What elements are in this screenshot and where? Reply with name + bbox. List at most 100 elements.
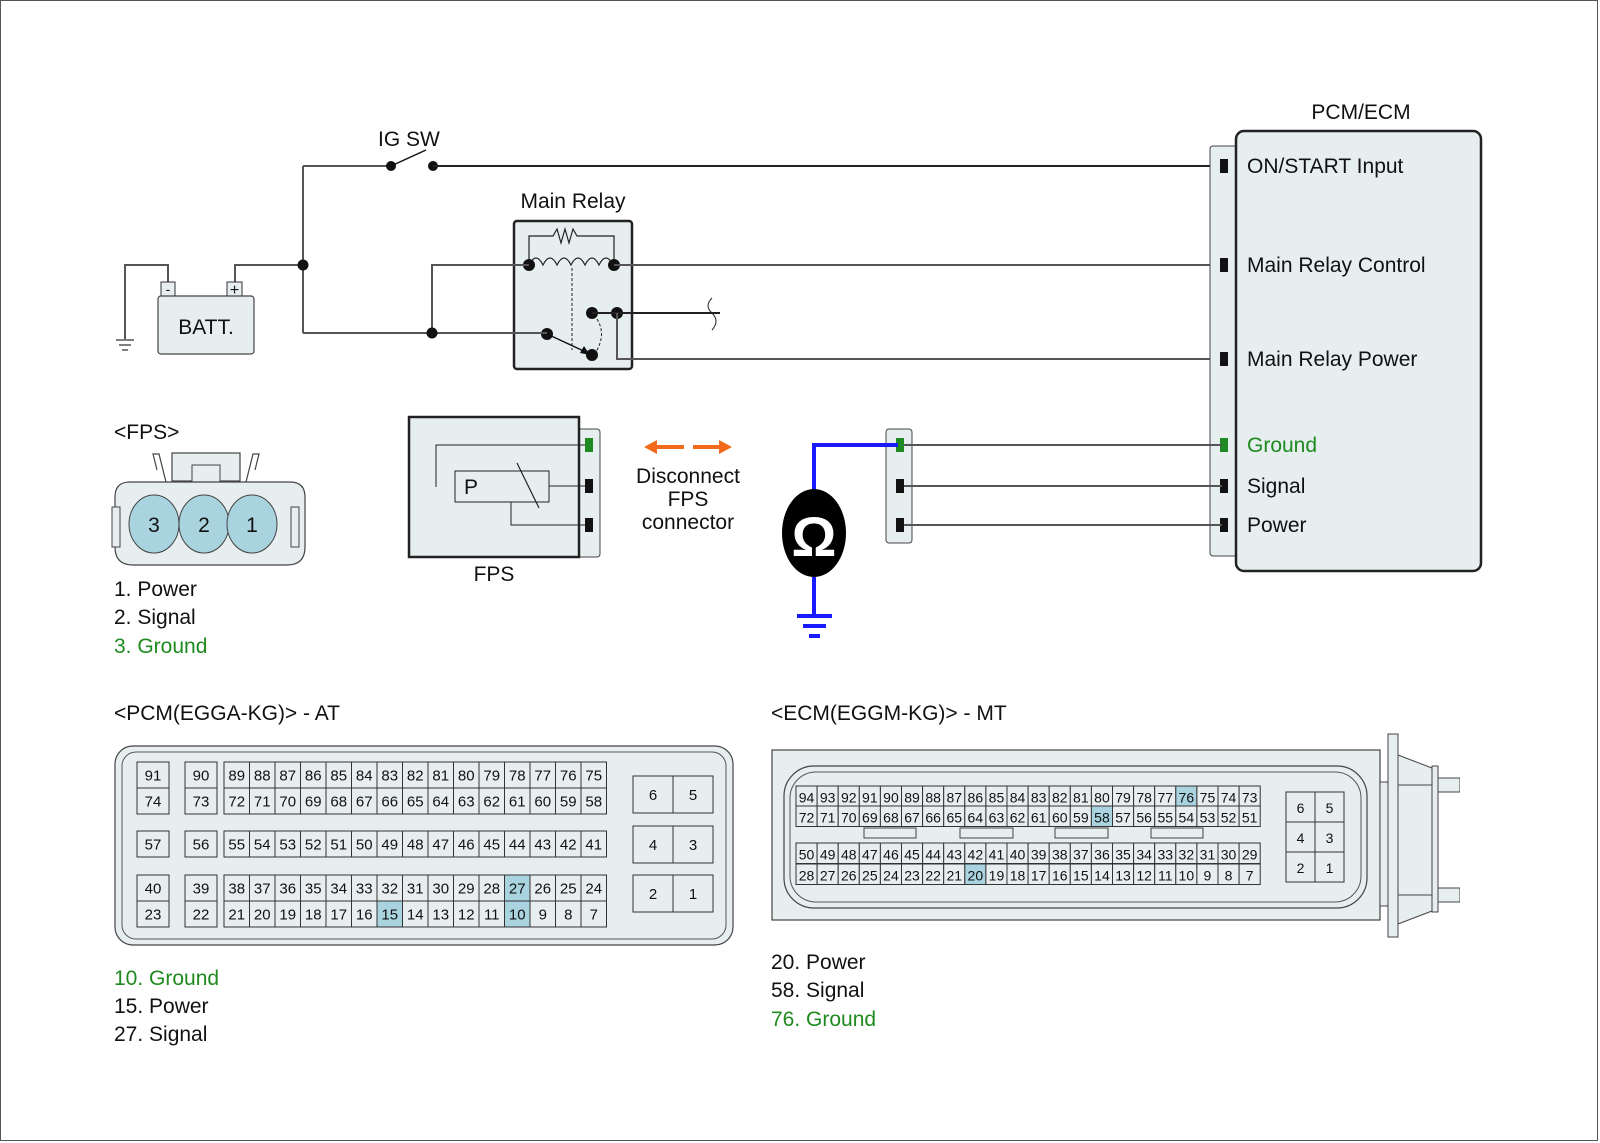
module-pin-label: Power xyxy=(1247,514,1307,537)
module-pin-label: Main Relay Power xyxy=(1247,348,1417,371)
ecm-pin: 6 xyxy=(1285,791,1316,823)
pin-number: 30 xyxy=(1221,846,1237,862)
ecm-pin: 21 xyxy=(943,863,966,885)
pin-number: 88 xyxy=(925,789,941,805)
pcm-pin: 77 xyxy=(529,761,556,789)
pcm-pin: 40 xyxy=(136,874,170,902)
pin-number: 68 xyxy=(883,809,899,825)
pin-number: 14 xyxy=(1094,867,1110,883)
pin-number: 90 xyxy=(883,789,899,805)
pcm-pin: 55 xyxy=(223,830,250,858)
pcm-pin: 50 xyxy=(351,830,378,858)
pcm-pin: 54 xyxy=(249,830,276,858)
module-pin: Main Relay Power xyxy=(1220,348,1417,371)
pin-number: 25 xyxy=(560,881,577,898)
connector-key xyxy=(959,827,1014,839)
ecm-pin: 82 xyxy=(1048,785,1071,807)
pcm-pin: 34 xyxy=(325,874,352,902)
ecm-pin: 47 xyxy=(858,842,881,864)
pcm-pin: 82 xyxy=(402,761,429,789)
ecm-pin: 89 xyxy=(901,785,924,807)
pin-number: 13 xyxy=(432,907,449,924)
pin-number: 77 xyxy=(1157,789,1173,805)
pin-number: 88 xyxy=(254,768,271,785)
pin-number: 52 xyxy=(305,837,322,854)
pin-number: 87 xyxy=(946,789,962,805)
pin-number: 59 xyxy=(560,794,577,811)
pin-number: 87 xyxy=(279,768,296,785)
fps-pin: 3 xyxy=(128,494,180,554)
pin-number: 3 xyxy=(689,837,697,854)
pcm-pin: 27 xyxy=(504,874,531,902)
fps-connector-title: <FPS> xyxy=(114,421,179,444)
pin-number: 57 xyxy=(1115,809,1131,825)
pcm-pin: 17 xyxy=(325,900,352,928)
ecm-pin: 28 xyxy=(795,863,818,885)
module-pin-label: Signal xyxy=(1247,475,1305,498)
pcm-pin: 51 xyxy=(325,830,352,858)
pin-number: 31 xyxy=(1200,846,1216,862)
pcm-pin: 68 xyxy=(325,787,352,815)
module-pin-label: ON/START Input xyxy=(1247,155,1404,178)
pin-number: 61 xyxy=(1031,809,1047,825)
module-pin: Main Relay Control xyxy=(1220,254,1426,277)
pcm-pin: 91 xyxy=(136,761,170,789)
ecm-pin: 48 xyxy=(837,842,860,864)
ecm-pin: 16 xyxy=(1048,863,1071,885)
pcm-pin: 81 xyxy=(427,761,454,789)
pin-number: 81 xyxy=(1073,789,1089,805)
pin-number: 18 xyxy=(1010,867,1026,883)
ecm-pin: 17 xyxy=(1027,863,1050,885)
pin-number: 34 xyxy=(330,881,347,898)
pin-number: 12 xyxy=(1136,867,1152,883)
pin-number: 23 xyxy=(145,907,162,924)
pin-number: 92 xyxy=(841,789,857,805)
ecm-pin: 44 xyxy=(922,842,945,864)
pin-number: 30 xyxy=(432,881,449,898)
pin-number: 11 xyxy=(484,907,500,924)
pcm-pin: 61 xyxy=(504,787,531,815)
pin-number: 80 xyxy=(1094,789,1110,805)
pcm-pin: 64 xyxy=(427,787,454,815)
pin-number: 67 xyxy=(904,809,920,825)
ecm-legend-3: 76. Ground xyxy=(771,1008,876,1031)
pin-number: 70 xyxy=(279,794,296,811)
pcm-pin: 35 xyxy=(300,874,327,902)
ecm-pin: 50 xyxy=(795,842,818,864)
junction-icon xyxy=(297,259,309,271)
pcm-pin: 72 xyxy=(223,787,250,815)
pin-number: 48 xyxy=(407,837,424,854)
pin-number: 53 xyxy=(279,837,296,854)
battery-label: BATT. xyxy=(178,316,234,339)
ecm-pin: 53 xyxy=(1196,805,1219,827)
ecm-pin: 30 xyxy=(1217,842,1240,864)
ecm-pin: 10 xyxy=(1175,863,1198,885)
pin-number: 17 xyxy=(330,907,347,924)
pin-number: 48 xyxy=(841,846,857,862)
pin-number: 83 xyxy=(381,768,398,785)
pin-number: 25 xyxy=(862,867,878,883)
pcm-pin: 76 xyxy=(555,761,582,789)
pin-number: 70 xyxy=(841,809,857,825)
pin-number: 65 xyxy=(946,809,962,825)
ecm-pin: 40 xyxy=(1006,842,1029,864)
pcm-pin: 43 xyxy=(529,830,556,858)
ecm-pin: 80 xyxy=(1090,785,1114,807)
pin-number: 56 xyxy=(193,837,210,854)
fps-pin-number: 1 xyxy=(246,514,258,537)
junction-icon xyxy=(426,327,438,339)
pin-number: 81 xyxy=(432,768,449,785)
pin-number: 15 xyxy=(1073,867,1089,883)
pcm-pin: 52 xyxy=(300,830,327,858)
pin-number: 20 xyxy=(254,907,271,924)
pin-number: 69 xyxy=(862,809,878,825)
pin-number: 56 xyxy=(1136,809,1152,825)
pcm-pin: 21 xyxy=(223,900,250,928)
ecm-pin: 66 xyxy=(922,805,945,827)
battery-negative-label: - xyxy=(166,281,171,297)
pin-number: 89 xyxy=(228,768,245,785)
pcm-pin: 79 xyxy=(478,761,505,789)
pin-number: 75 xyxy=(1200,789,1216,805)
pin-number: 29 xyxy=(458,881,475,898)
